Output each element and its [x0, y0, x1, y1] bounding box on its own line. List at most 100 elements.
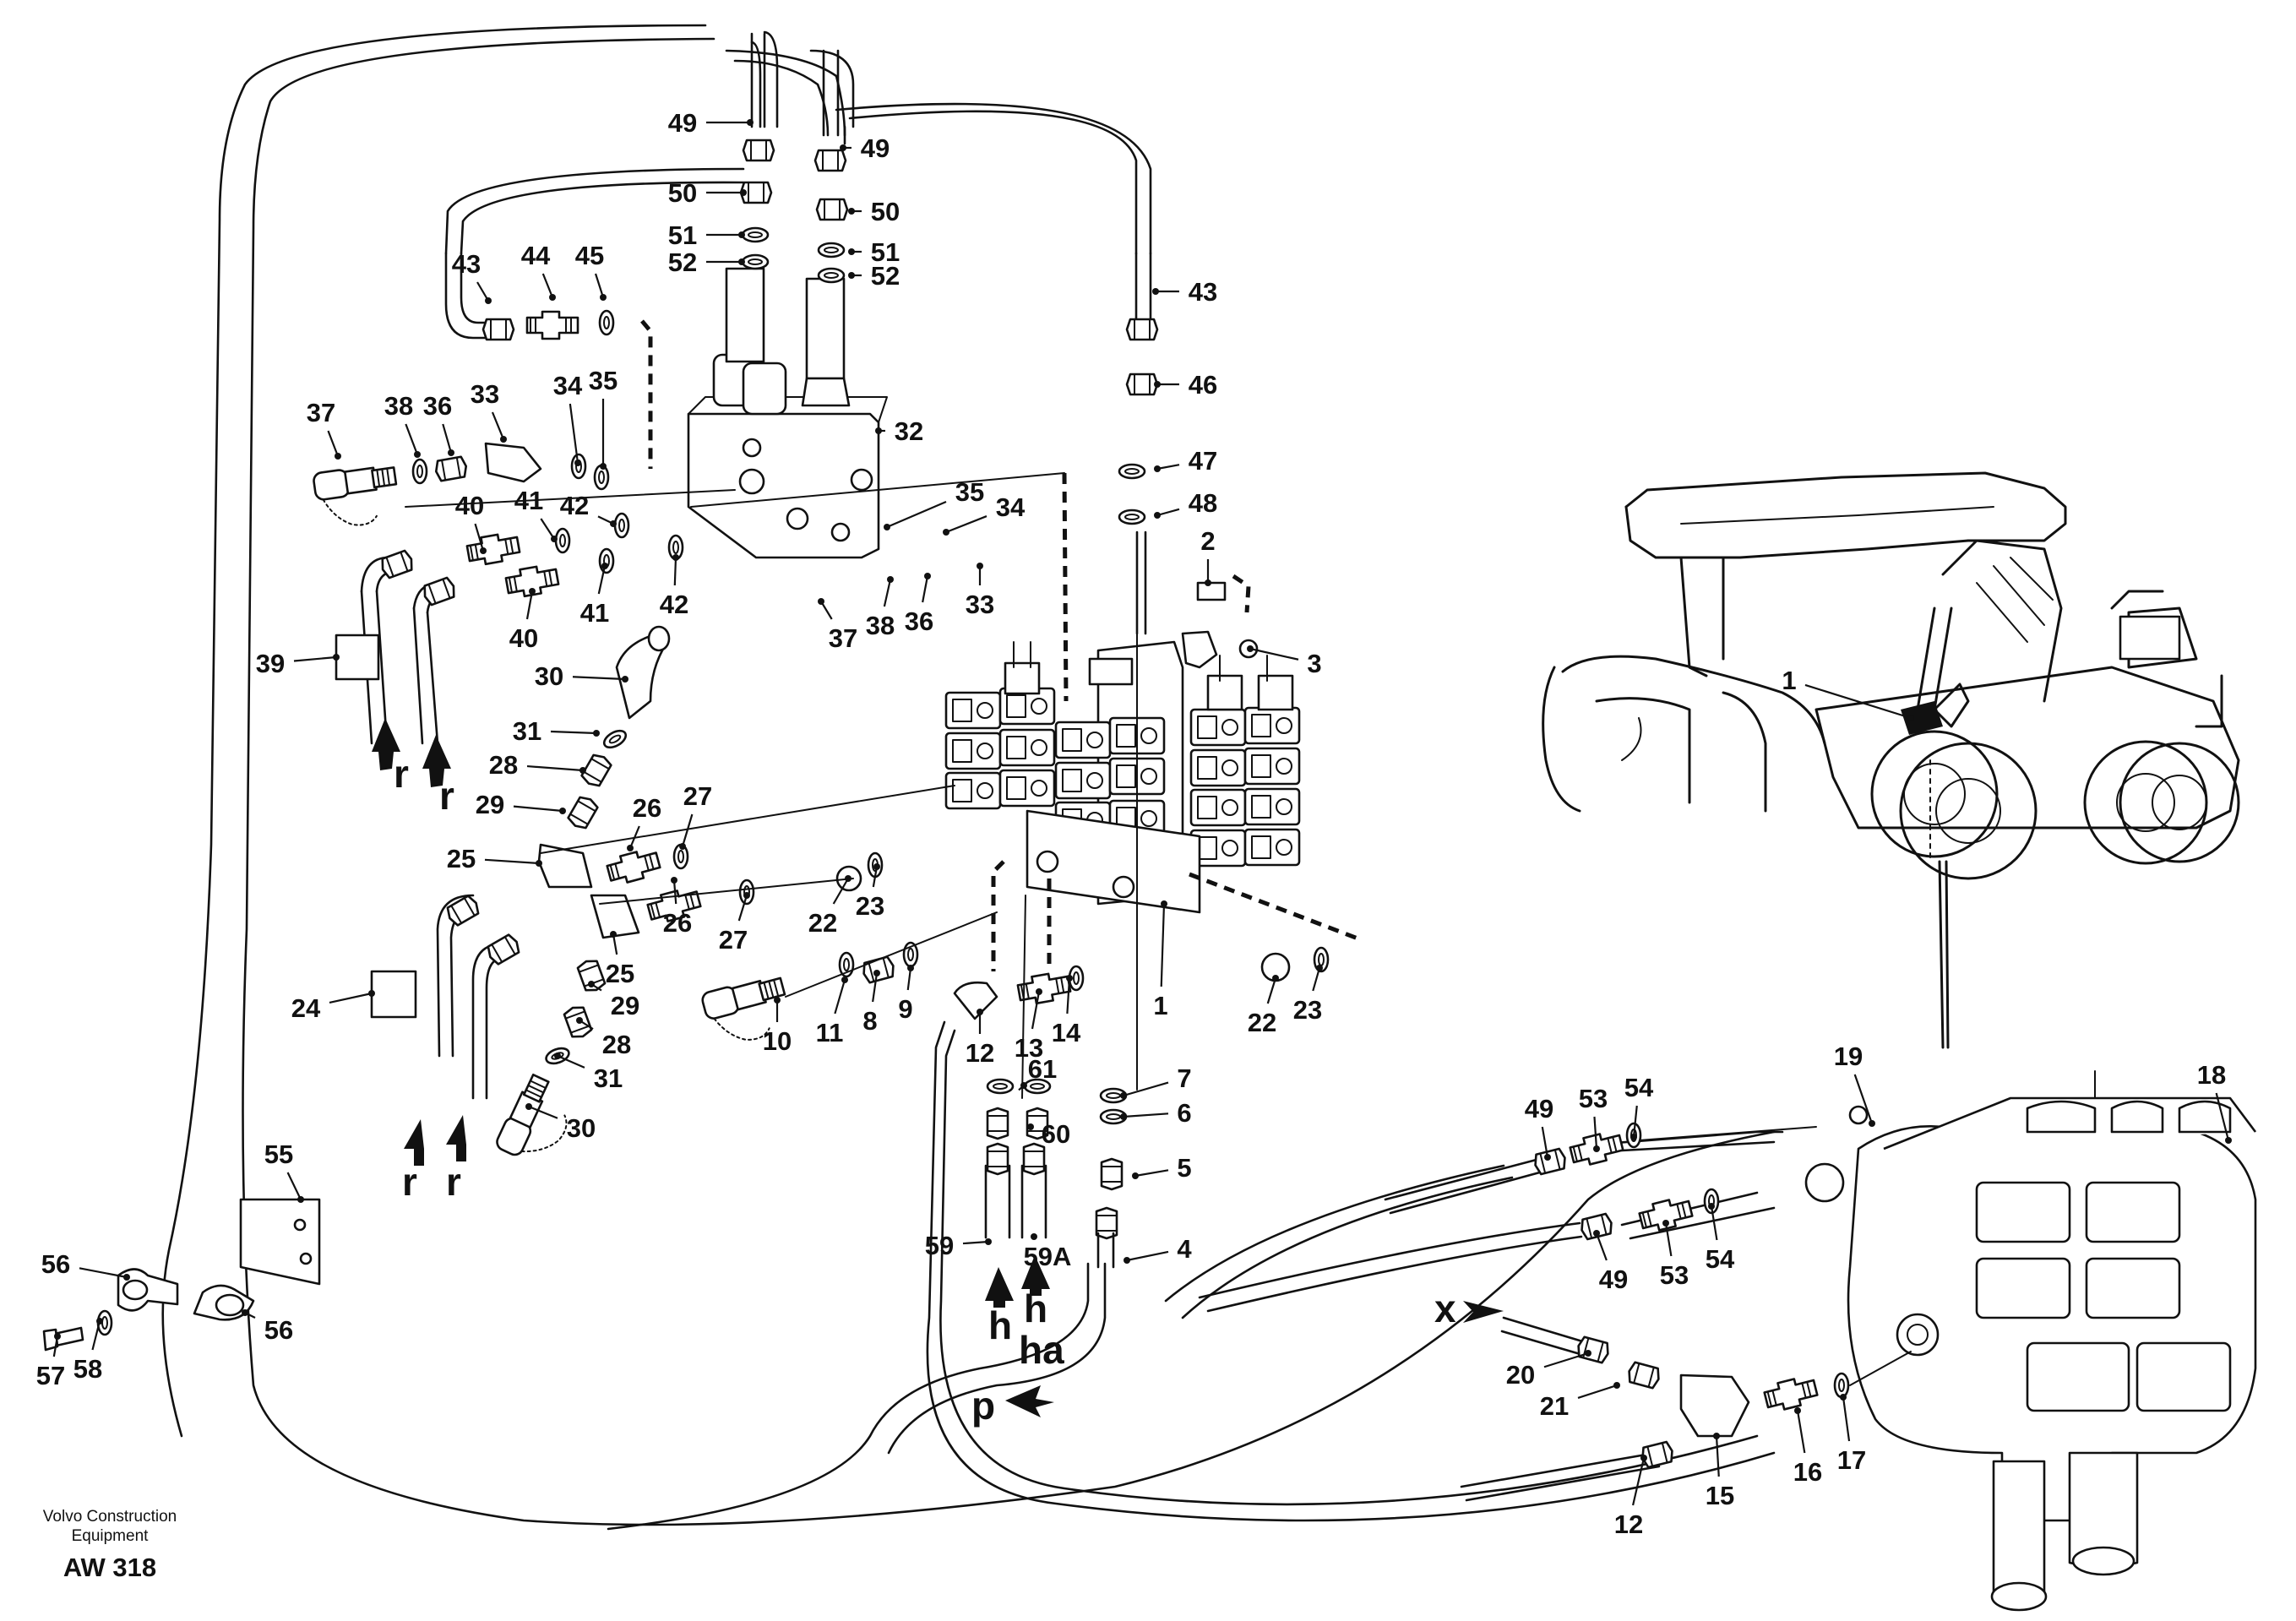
callout-42: 42	[660, 554, 688, 619]
callout-47: 47	[1154, 446, 1217, 476]
callout-leader	[628, 825, 640, 849]
callout-18: 18	[2197, 1060, 2232, 1144]
callout-14: 14	[1052, 975, 1081, 1047]
flow-label: h	[988, 1303, 1012, 1347]
callout-pointer	[977, 1009, 983, 1015]
callout-33: 33	[471, 379, 507, 443]
callout-49: 49	[668, 108, 754, 138]
callout-label: 3	[1307, 649, 1321, 678]
callout-label: 29	[611, 991, 639, 1020]
callout-61: 61	[1018, 1054, 1057, 1091]
callout-pointer	[1247, 645, 1254, 652]
callout-leader	[1123, 1081, 1169, 1097]
callout-pointer	[600, 463, 607, 470]
callout-39: 39	[256, 649, 340, 678]
callout-label: 49	[861, 133, 890, 163]
callout-51: 51	[668, 220, 745, 250]
callout-label: 60	[1042, 1119, 1070, 1149]
callout-leader	[293, 655, 337, 662]
callout-pointer	[1544, 1154, 1551, 1161]
callout-11: 11	[816, 976, 848, 1047]
callout-label: 25	[606, 959, 634, 988]
callout-leader	[550, 730, 597, 735]
callout-leader	[962, 1240, 989, 1245]
callout-label: 58	[73, 1354, 102, 1384]
callout-23: 23	[856, 863, 884, 921]
callout-5: 5	[1132, 1153, 1192, 1183]
callout-pointer	[743, 892, 750, 899]
callout-pointer	[559, 808, 566, 814]
callout-pointer	[1907, 715, 1914, 721]
callout-pointer	[985, 1238, 992, 1245]
callout-label: 19	[1834, 1042, 1863, 1071]
callout-40: 40	[455, 491, 487, 554]
callout-pointer	[123, 1274, 130, 1281]
callout-leader	[1664, 1222, 1673, 1257]
callout-leader	[1266, 977, 1277, 1004]
callout-38: 38	[384, 391, 421, 458]
brand-line-1: Volvo Construction	[42, 1508, 177, 1526]
callout-57: 57	[36, 1333, 65, 1390]
callout-leader	[737, 895, 748, 922]
callout-49: 49	[1593, 1230, 1628, 1294]
callout-pointer	[480, 547, 487, 554]
callout-label: 38	[384, 391, 413, 421]
callout-leader	[832, 878, 849, 905]
callout-label: 53	[1579, 1084, 1608, 1113]
callout-pointer	[368, 990, 375, 997]
callout-label: 59	[925, 1231, 954, 1260]
callout-label: 41	[514, 486, 543, 515]
callout-leader	[569, 403, 579, 464]
callout-label: 54	[1624, 1073, 1654, 1102]
callout-label: 27	[683, 781, 712, 811]
callout-leader	[474, 523, 485, 552]
callout-label: 41	[580, 598, 609, 628]
callout-label: 45	[575, 241, 604, 270]
callout-pointer	[738, 231, 745, 238]
callout-label: 36	[423, 391, 452, 421]
callout-label: 17	[1837, 1445, 1866, 1475]
callout-leader	[1715, 1435, 1720, 1477]
callout-19: 19	[1834, 1042, 1875, 1127]
callout-37: 37	[307, 398, 341, 460]
callout-51: 51	[848, 237, 900, 267]
callout-pointer	[2225, 1137, 2232, 1144]
callout-label: 34	[996, 492, 1026, 522]
callout-label: 59A	[1024, 1242, 1072, 1271]
callout-2: 2	[1200, 526, 1216, 586]
callout-25: 25	[447, 844, 542, 873]
callout-label: 33	[966, 590, 994, 619]
callout-pointer	[848, 208, 855, 215]
callout-label: 32	[895, 416, 923, 446]
callout-label: 43	[1189, 277, 1217, 307]
callout-pointer	[1585, 1350, 1591, 1357]
callout-label: 1	[1782, 666, 1796, 695]
callout-leader	[572, 676, 626, 681]
callout-35: 35	[589, 366, 618, 470]
callout-label: 49	[668, 108, 697, 138]
right-fittings	[1198, 1122, 1912, 1502]
callout-49: 49	[1525, 1094, 1553, 1161]
callout-label: 38	[866, 611, 895, 640]
callout-pointer	[818, 598, 824, 605]
callout-label: 1	[1153, 991, 1167, 1020]
callout-1: 1	[1153, 900, 1168, 1020]
callout-48: 48	[1154, 488, 1217, 519]
callout-pointer	[672, 554, 679, 561]
callout-leader	[1804, 683, 1912, 720]
callout-leader	[906, 967, 912, 991]
callout-label: 5	[1177, 1153, 1191, 1183]
callout-pointer	[536, 860, 542, 867]
callout-pointer	[738, 258, 745, 265]
callout-10: 10	[763, 997, 792, 1056]
callout-pointer	[1020, 1082, 1027, 1089]
callout-leader	[405, 423, 419, 455]
callout-52: 52	[668, 248, 745, 277]
callout-pointer	[887, 576, 894, 583]
callout-label: 4	[1177, 1234, 1192, 1264]
callout-label: 8	[862, 1006, 877, 1036]
callout-label: 31	[513, 716, 541, 746]
callout-13: 13	[1015, 988, 1043, 1063]
callout-pointer	[873, 863, 880, 870]
callout-leader	[834, 979, 846, 1014]
